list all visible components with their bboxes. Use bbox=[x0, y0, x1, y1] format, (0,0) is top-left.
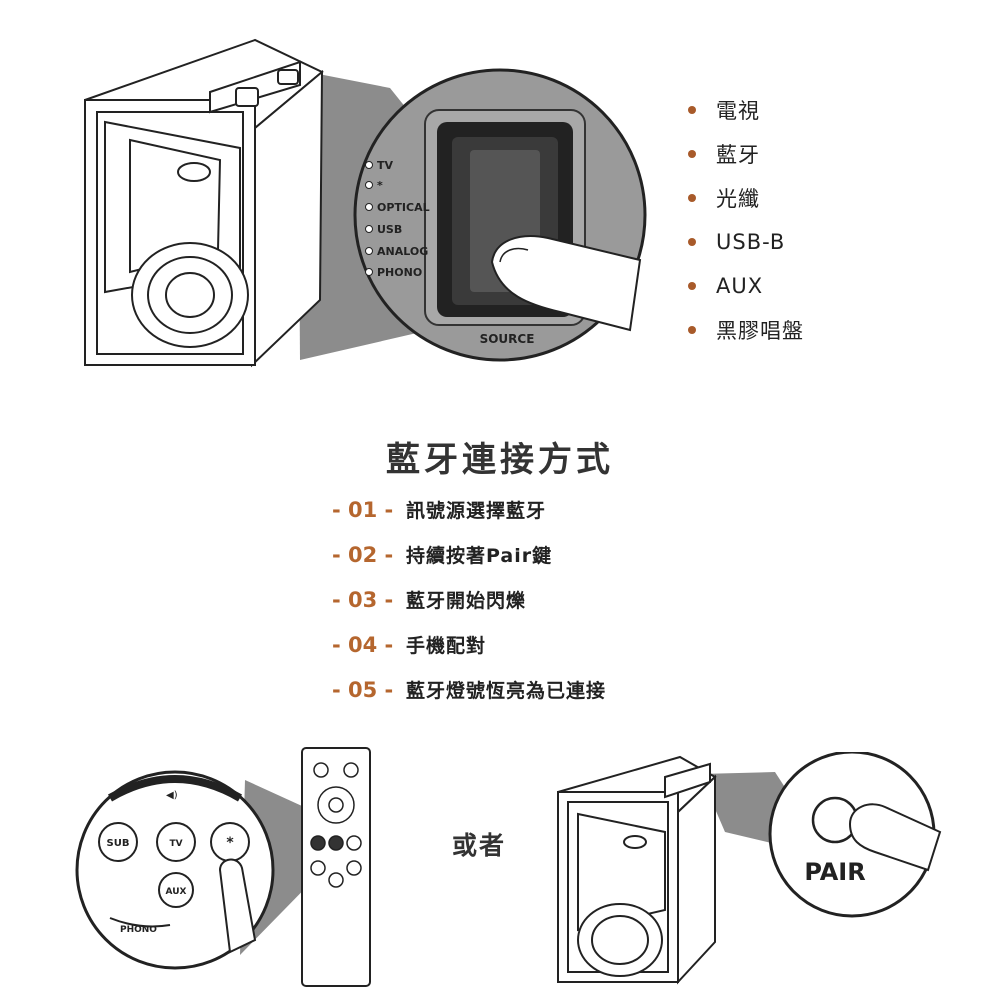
bullet-icon bbox=[688, 326, 696, 334]
or-label: 或者 bbox=[452, 831, 507, 860]
step-number: - 01 - bbox=[332, 497, 394, 522]
tv-button: TV bbox=[169, 839, 182, 849]
sub-button: SUB bbox=[107, 838, 130, 849]
step-number: - 03 - bbox=[332, 587, 394, 612]
volume-icon: ◀) bbox=[166, 790, 178, 801]
source-button-label: SOURCE bbox=[480, 332, 535, 346]
aux-button: AUX bbox=[166, 887, 187, 897]
bluetooth-icon: * bbox=[226, 835, 234, 851]
step-text: 訊號源選擇藍牙 bbox=[406, 500, 547, 522]
source-indicators: TV * OPTICAL USB ANALOG PHONO bbox=[365, 159, 430, 279]
indicator-tv: TV bbox=[377, 159, 394, 172]
speaker-cabinet bbox=[84, 38, 324, 368]
indicator-usb: USB bbox=[377, 223, 402, 236]
step-item: - 03 - 藍牙開始閃爍 bbox=[332, 577, 752, 622]
step-text: 手機配對 bbox=[406, 635, 487, 657]
step-text: 藍牙燈號恆亮為已連接 bbox=[406, 680, 607, 702]
phono-button: PHONO bbox=[120, 925, 157, 935]
step-item: - 05 - 藍牙燈號恆亮為已連接 bbox=[332, 667, 752, 712]
bullet-icon bbox=[688, 150, 696, 158]
step-number: - 02 - bbox=[332, 542, 394, 567]
bullet-icon bbox=[688, 238, 696, 246]
source-zoom-circle: SOURCE bbox=[353, 68, 647, 362]
source-item: 電視 bbox=[688, 88, 948, 132]
page-title: 藍牙連接方式 bbox=[386, 440, 614, 480]
step-text: 藍牙開始閃爍 bbox=[406, 590, 527, 612]
step-text: 持續按著Pair鍵 bbox=[406, 545, 553, 567]
indicator-phono: PHONO bbox=[377, 266, 422, 279]
pair-label: PAIR bbox=[804, 858, 865, 886]
step-number: - 05 - bbox=[332, 677, 394, 702]
speaker-pair-illustration: PAIR bbox=[557, 752, 942, 985]
indicator-bluetooth: * bbox=[377, 179, 383, 192]
speaker-source-illustration: SOURCE TV * OPTICAL USB ANALOG PHONO bbox=[84, 38, 647, 368]
source-item: 光纖 bbox=[688, 176, 948, 220]
step-list: - 01 - 訊號源選擇藍牙 - 02 - 持續按著Pair鍵 - 03 - 藍牙開始… bbox=[332, 487, 752, 712]
source-item: AUX bbox=[688, 264, 948, 308]
step-item: - 02 - 持續按著Pair鍵 bbox=[332, 532, 752, 577]
bullet-icon bbox=[688, 282, 696, 290]
step-number: - 04 - bbox=[332, 632, 394, 657]
bullet-icon bbox=[688, 194, 696, 202]
indicator-analog: ANALOG bbox=[377, 245, 428, 258]
source-item: 藍牙 bbox=[688, 132, 948, 176]
indicator-optical: OPTICAL bbox=[377, 201, 430, 214]
source-item: USB-B bbox=[688, 220, 948, 264]
remote-illustration: ◀) SUB TV * AUX PHONO bbox=[75, 747, 371, 987]
step-item: - 04 - 手機配對 bbox=[332, 622, 752, 667]
step-item: - 01 - 訊號源選擇藍牙 bbox=[332, 487, 752, 532]
source-item: 黑膠唱盤 bbox=[688, 308, 948, 352]
source-list: 電視 藍牙 光纖 USB-B AUX 黑膠唱盤 bbox=[688, 88, 948, 352]
bullet-icon bbox=[688, 106, 696, 114]
